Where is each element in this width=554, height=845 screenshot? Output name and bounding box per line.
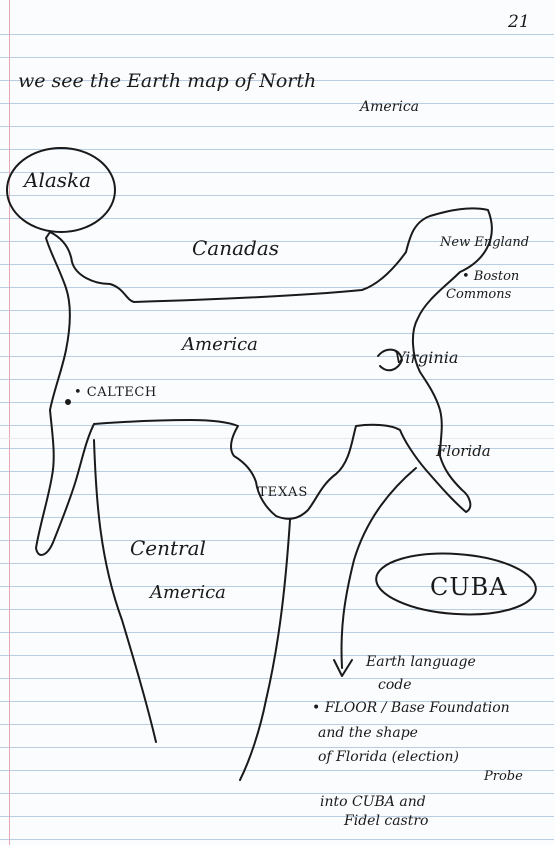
cuba-outline (375, 552, 537, 616)
map-label-new-england: New England (440, 235, 530, 250)
note-line: of Florida (election) (318, 749, 459, 765)
arrow-head (333, 659, 353, 677)
map-label-central: Central (130, 536, 206, 560)
note-line: Earth language (366, 654, 476, 670)
caltech-dot (65, 399, 71, 405)
alaska-circle (6, 147, 116, 233)
note-line: Fidel castro (344, 813, 429, 829)
map-label-commons: Commons (446, 287, 512, 302)
note-line: • FLOOR / Base Foundation (312, 700, 510, 716)
note-line: and the shape (318, 725, 418, 741)
note-line: code (378, 677, 412, 693)
margin-line (9, 0, 10, 845)
map-label-alaska: Alaska (24, 168, 92, 192)
virginia-scribble (377, 348, 403, 372)
note-line: Probe (484, 769, 523, 784)
map-label-caltech: • CALTECH (74, 385, 157, 400)
north-america-outline (35, 207, 493, 556)
florida-arrow-line (340, 467, 417, 669)
page-title: we see the Earth map of North (18, 70, 317, 92)
fold-line (0, 438, 554, 439)
map-label-cuba: CUBA (430, 573, 508, 601)
map-label-central-america: America (150, 582, 226, 603)
page-title-continuation: America (360, 99, 420, 115)
map-label-florida: Florida (436, 442, 491, 460)
map-label-virginia: Virginia (394, 348, 459, 367)
west-coast-line (93, 439, 157, 743)
central-america-line (239, 519, 291, 781)
map-label-boston: • Boston (462, 269, 520, 284)
map-label-america: America (182, 334, 258, 355)
note-line: into CUBA and (320, 794, 426, 810)
map-label-texas: TEXAS (258, 485, 309, 500)
page-number: 21 (508, 12, 530, 32)
map-label-canada: Canadas (192, 236, 280, 260)
